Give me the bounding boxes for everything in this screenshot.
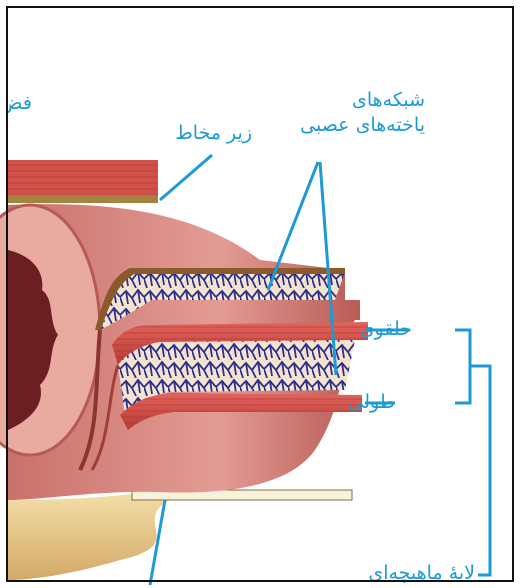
label-muscle-layer: لایهٔ ماهیچه‌ای xyxy=(368,562,475,585)
label-nerve-networks-line2: یاخته‌های عصبی xyxy=(300,114,425,137)
label-submucosa: زیر مخاط xyxy=(175,122,252,145)
leader-submucosa xyxy=(160,155,212,200)
label-nerve-networks-line1: شبکه‌های xyxy=(352,89,425,112)
label-circular: حلقوی xyxy=(360,318,412,341)
label-cut-top-left: فض xyxy=(6,92,32,115)
submucosa-strip-edge xyxy=(8,195,158,203)
serosa-tissue xyxy=(8,492,352,580)
bracket-outer xyxy=(470,366,490,575)
bracket-inner xyxy=(455,330,470,403)
label-longitudinal: طولی xyxy=(348,391,395,414)
